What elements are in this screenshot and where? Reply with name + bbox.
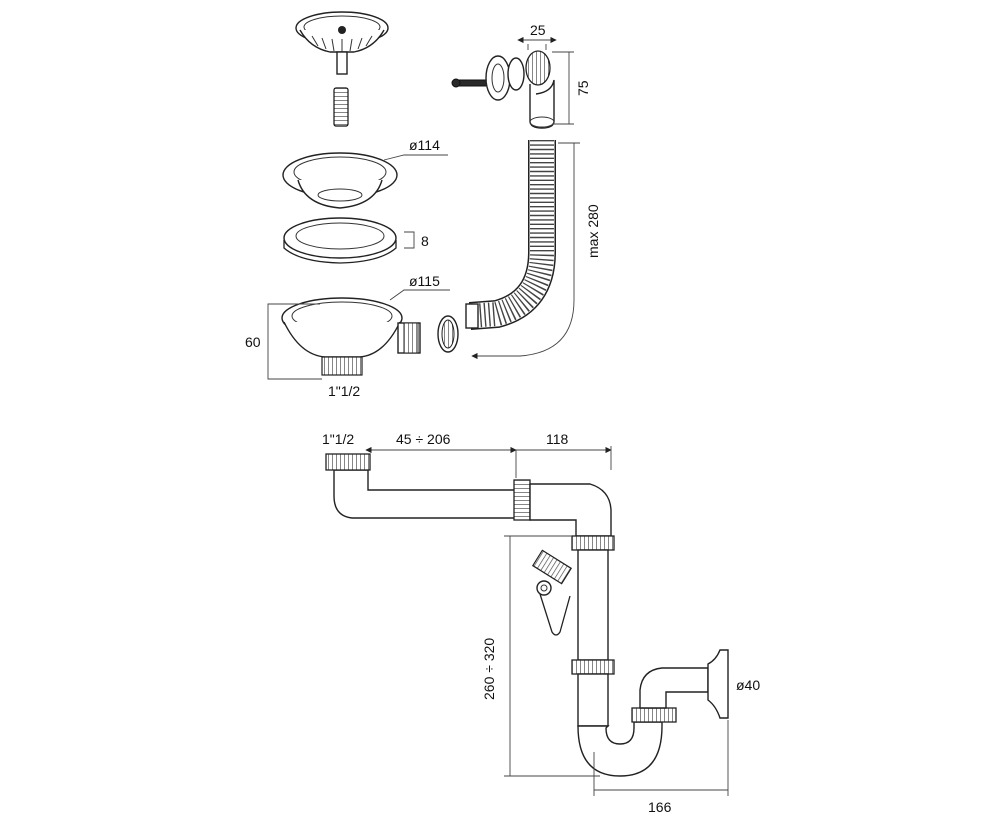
label-max280: max 280	[585, 204, 601, 258]
overflow-screw	[451, 78, 489, 88]
label-d40: ø40	[736, 677, 760, 693]
siphon-u-bend	[577, 649, 729, 777]
label-d115: ø115	[409, 273, 440, 289]
label-h60: 60	[245, 334, 261, 350]
label-w25: 25	[530, 22, 546, 38]
label-range45-206: 45 ÷ 206	[396, 431, 451, 447]
appliance-inlet	[531, 549, 573, 636]
sink-flange	[282, 152, 398, 209]
siphon-riser	[571, 535, 615, 727]
siphon-inlet-pipe	[325, 453, 612, 537]
label-range260-320: 260 ÷ 320	[481, 638, 497, 700]
drain-body	[281, 297, 421, 376]
label-w166: 166	[648, 799, 672, 815]
overflow-hose	[437, 140, 556, 353]
label-thread-top: 1"1/2	[328, 383, 360, 399]
gasket-ring	[283, 217, 397, 264]
label-h8: 8	[421, 233, 429, 249]
label-thread-siphon: 1"1/2	[322, 431, 354, 447]
label-h75: 75	[575, 80, 591, 96]
strainer-basket	[295, 11, 389, 75]
label-w118: 118	[546, 431, 569, 447]
overflow-cover	[485, 55, 525, 101]
overflow-elbow	[525, 50, 555, 129]
strainer-screw	[333, 87, 349, 127]
label-d114: ø114	[409, 137, 440, 153]
